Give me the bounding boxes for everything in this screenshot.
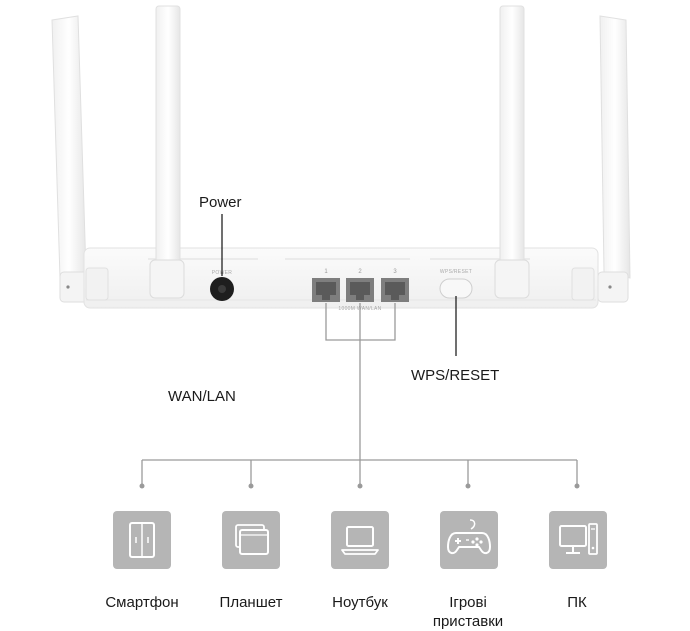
antenna-left-inner [149,5,185,299]
port-number-1: 1 [324,269,328,275]
device-label-text: ПК [567,594,587,611]
device-label-text-line2: приставки [432,613,504,630]
port-number-2: 2 [358,269,362,275]
ethernet-port-3 [381,278,409,302]
power-callout-label: Power [199,194,242,211]
wan-lan-callout-label: WAN/LAN [168,388,236,405]
antenna-right-inner [494,5,530,299]
device-label-text: Ігрові [449,594,487,611]
ethernet-port-1 [312,278,340,302]
device-label-game-console: Ігрові приставки [413,593,523,631]
wps-panel-label: WPS/RESET [440,269,472,275]
port-number-3: 3 [393,269,397,275]
callout-lines [221,214,457,356]
device-label-text: Смартфон [105,594,179,611]
gamepad-icon [440,511,498,569]
connection-tree-nodes [139,483,580,489]
smartphone-icon [113,511,171,569]
laptop-icon [331,511,389,569]
device-label-text: Ноутбук [332,594,388,611]
connection-tree [141,303,578,486]
tablet-icon [222,511,280,569]
wps-reset-button: WPS/RESET [439,269,473,299]
wps-reset-callout-label: WPS/RESET [411,367,500,384]
device-label-pc: ПК [522,593,632,612]
device-label-smartphone: Смартфон [87,593,197,612]
device-label-laptop: Ноутбук [305,593,415,612]
device-label-text: Планшет [219,594,283,611]
ethernet-port-2 [346,278,374,302]
device-label-tablet: Планшет [196,593,306,612]
desktop-pc-icon [549,511,607,569]
antenna-right-outer [597,15,631,303]
